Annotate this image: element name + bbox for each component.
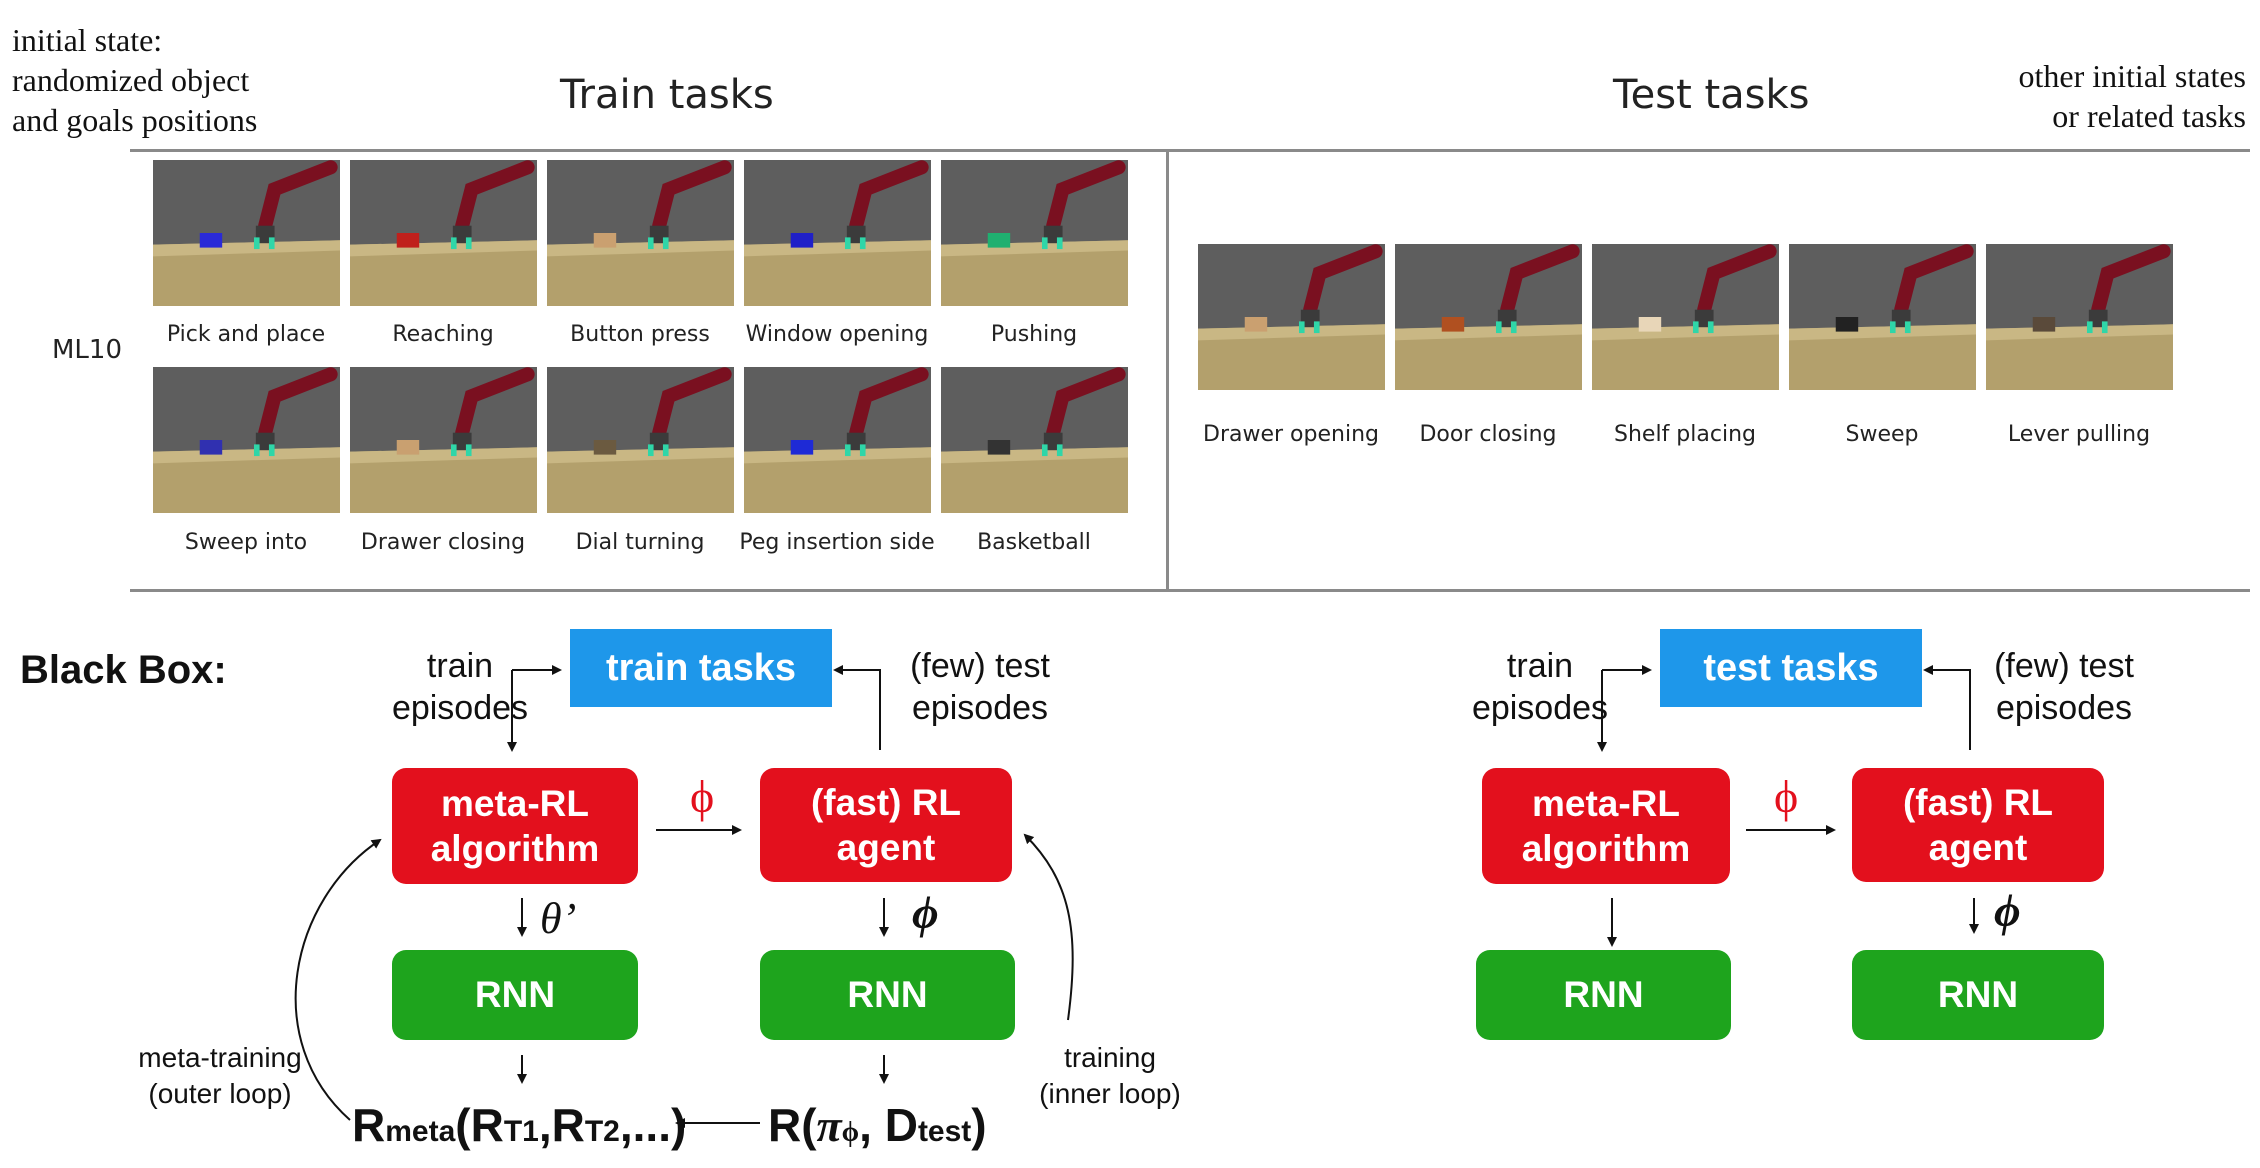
phi-italic-symbol-right: ϕ: [1994, 885, 2021, 936]
rnn-left-box-right: RNN: [1476, 950, 1731, 1040]
test-tasks-box: test tasks: [1660, 629, 1922, 707]
fast-rl-agent-box: (fast) RL agent: [760, 768, 1012, 882]
train-task-image: [153, 160, 340, 306]
test-task-caption: Shelf placing: [1614, 422, 1756, 447]
test-task-image: [1789, 244, 1976, 390]
train-task-image: [547, 367, 734, 513]
train-task-image: [744, 367, 931, 513]
pi-symbol: π: [816, 1100, 842, 1151]
robot-scene-drawing: [1986, 244, 2173, 390]
meta-reward-expression: Rmeta(RT1,RT2,...): [352, 1098, 686, 1152]
train-task-caption: Sweep into: [184, 530, 308, 555]
robot-scene-drawing: [744, 160, 931, 306]
meta-rl-algorithm-box: meta-RL algorithm: [392, 768, 638, 884]
robot-scene-drawing: [153, 160, 340, 306]
theta-prime-symbol: θ’: [540, 894, 577, 943]
fast-reward-expression: R(πϕ, Dtest): [768, 1098, 987, 1152]
meta-subscript: meta: [385, 1115, 456, 1148]
args-comma: ,R: [538, 1099, 585, 1151]
meta-rl-algorithm-box-right: meta-RL algorithm: [1482, 768, 1730, 884]
initial-state-note: initial state: randomized object and goa…: [12, 22, 258, 138]
train-task-caption: Window opening: [745, 322, 929, 347]
t1-subscript: T1: [503, 1115, 539, 1148]
train-task-image: [350, 160, 537, 306]
train-task-caption: Pushing: [990, 322, 1078, 347]
few-test-episodes-label-right: (few) test episodes: [1994, 647, 2134, 727]
train-task-caption: Button press: [570, 322, 710, 347]
robot-scene-drawing: [1592, 244, 1779, 390]
train-task-image: [941, 367, 1128, 513]
train-task-caption: Reaching: [392, 322, 494, 347]
train-task-image: [744, 160, 931, 306]
d-symbol: , D: [859, 1099, 918, 1151]
table-bottom-rule: [130, 589, 2250, 592]
robot-scene-drawing: [350, 160, 537, 306]
test-task-image: [1592, 244, 1779, 390]
robot-scene-drawing: [1198, 244, 1385, 390]
t2-subscript: T2: [584, 1115, 620, 1148]
test-task-caption: Lever pulling: [2007, 422, 2151, 447]
robot-scene-drawing: [153, 367, 340, 513]
phi-red-symbol: ϕ: [690, 771, 715, 822]
train-task-image: [153, 367, 340, 513]
phi-italic-symbol: ϕ: [912, 887, 939, 938]
phi-red-symbol-right: ϕ: [1774, 771, 1799, 822]
train-episodes-label-right: train episodes: [1471, 647, 1609, 727]
table-top-rule: [130, 149, 2250, 152]
r-open: R(: [768, 1099, 817, 1151]
args-open: (R: [455, 1099, 504, 1151]
robot-scene-drawing: [350, 367, 537, 513]
test-task-image: [1986, 244, 2173, 390]
few-test-episodes-label: (few) test episodes: [910, 647, 1050, 727]
r-close: ): [971, 1099, 987, 1151]
other-initial-states-note: other initial states or related tasks: [2018, 58, 2247, 134]
benchmark-label: ML10: [52, 335, 123, 365]
r-symbol: R: [352, 1099, 386, 1151]
train-task-caption: Dial turning: [575, 530, 705, 555]
train-task-caption: Peg insertion side: [739, 530, 935, 555]
outer-loop-label: meta-training (outer loop): [138, 1042, 302, 1109]
test-task-caption: Drawer opening: [1203, 422, 1379, 447]
fast-rl-agent-box-right: (fast) RL agent: [1852, 768, 2104, 882]
train-task-image: [941, 160, 1128, 306]
test-task-image: [1198, 244, 1385, 390]
robot-scene-drawing: [547, 367, 734, 513]
args-tail: ,...): [619, 1099, 687, 1151]
robot-scene-drawing: [547, 160, 734, 306]
robot-scene-drawing: [941, 367, 1128, 513]
train-tasks-title: Train tasks: [560, 72, 774, 118]
table-divider: [1166, 150, 1169, 590]
train-episodes-label: train episodes: [391, 647, 529, 727]
robot-scene-drawing: [744, 367, 931, 513]
train-task-caption: Basketball: [977, 530, 1091, 555]
inner-loop-label: training (inner loop): [1039, 1042, 1181, 1109]
test-task-caption: Door closing: [1419, 422, 1557, 447]
test-task-image: [1395, 244, 1582, 390]
test-task-caption: Sweep: [1845, 422, 1919, 447]
diagram-title: Black Box:: [20, 648, 227, 692]
train-task-image: [547, 160, 734, 306]
test-tasks-title: Test tasks: [1613, 72, 1810, 118]
robot-scene-drawing: [941, 160, 1128, 306]
train-task-caption: Pick and place: [166, 322, 326, 347]
train-tasks-box: train tasks: [570, 629, 832, 707]
train-task-caption: Drawer closing: [360, 530, 526, 555]
train-task-image: [350, 367, 537, 513]
pi-phi-subscript: ϕ: [841, 1117, 860, 1148]
robot-scene-drawing: [1395, 244, 1582, 390]
rnn-right-box: RNN: [760, 950, 1015, 1040]
robot-scene-drawing: [1789, 244, 1976, 390]
rnn-right-box-right: RNN: [1852, 950, 2104, 1040]
test-subscript: test: [917, 1115, 972, 1148]
rnn-left-box: RNN: [392, 950, 638, 1040]
